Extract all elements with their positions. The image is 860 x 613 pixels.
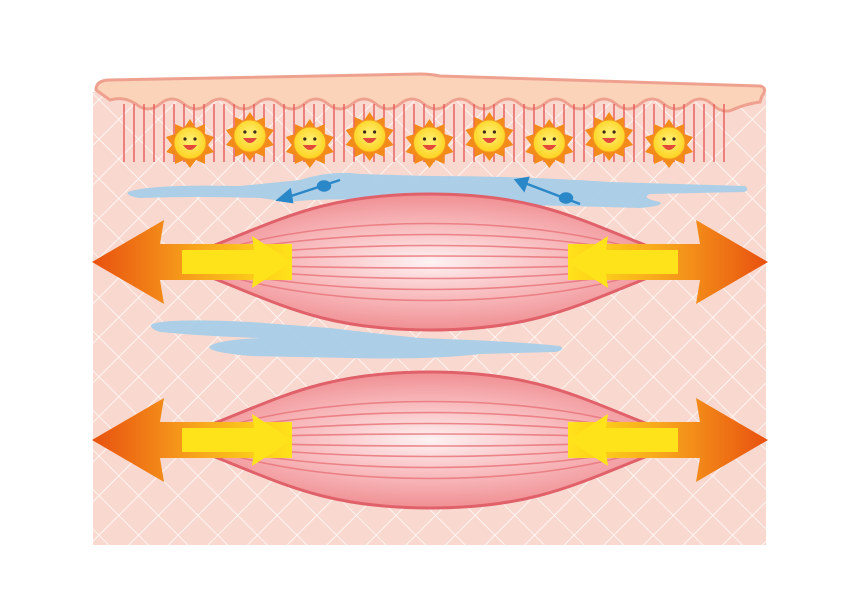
skin-layer	[94, 72, 767, 113]
water-arrow-right	[513, 176, 581, 206]
water-arrow-left	[275, 178, 341, 204]
water-band-lower	[151, 320, 563, 359]
